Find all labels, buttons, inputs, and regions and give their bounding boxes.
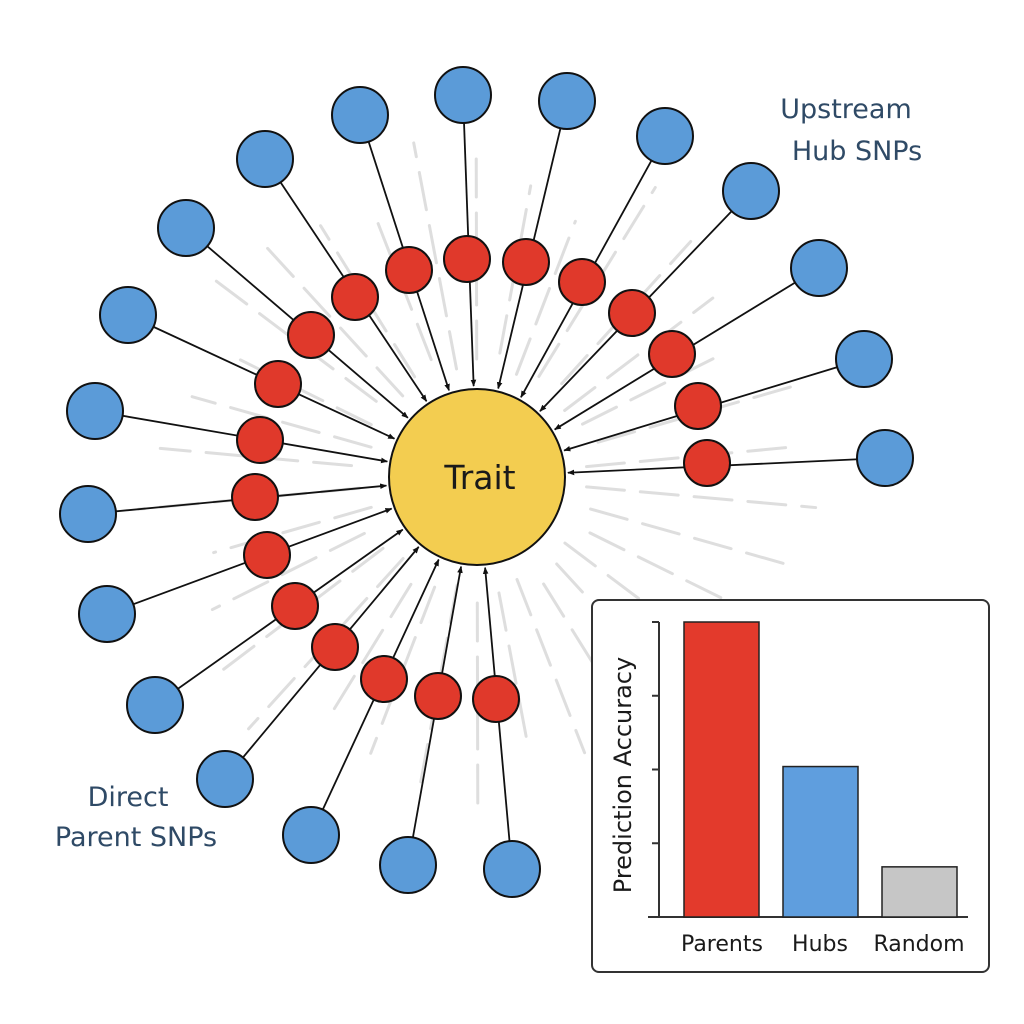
faint-network-line — [581, 352, 724, 426]
faint-network-line — [585, 485, 818, 510]
parent-snps-label: Direct Parent SNPs — [55, 782, 217, 853]
parent-snp-node — [648, 330, 696, 378]
bar-random — [881, 866, 958, 918]
hub-snp-node — [196, 750, 254, 808]
faint-network-line — [331, 582, 413, 712]
y-axis-ticks — [652, 621, 659, 845]
parent-snp-node — [502, 238, 550, 286]
parent-snp-node — [271, 582, 319, 630]
parent-snp-node — [254, 360, 302, 408]
faint-network-line — [585, 445, 796, 469]
hub-snp-node — [59, 485, 117, 543]
parent-snp-node — [311, 623, 359, 671]
faint-network-line — [222, 546, 385, 671]
parent-label-line-2: Parent SNPs — [55, 822, 217, 853]
faint-network-line — [229, 353, 373, 427]
upstream-hub-snps — [59, 66, 914, 898]
faint-network-line — [212, 505, 373, 555]
hub-snp-node — [331, 86, 389, 144]
faint-network-line — [563, 296, 715, 412]
parent-snp-node — [385, 246, 433, 294]
hub-snp-node — [538, 72, 596, 130]
faint-network-line — [588, 531, 744, 610]
parent-snp-node — [243, 531, 291, 579]
bar-hubs — [782, 765, 859, 918]
parent-snp-node — [443, 235, 491, 283]
x-tick-label-parents: Parents — [681, 932, 763, 957]
parent-snp-node — [608, 289, 656, 337]
hub-snp-node — [236, 130, 294, 188]
faint-network-line — [589, 507, 785, 565]
parent-snp-node — [674, 382, 722, 430]
hub-snp-node — [835, 330, 893, 388]
trait-node: Trait — [388, 388, 566, 566]
accuracy-chart: Prediction Accuracy Parents Hubs Random — [591, 599, 990, 973]
parent-snp-node — [414, 672, 462, 720]
hub-snp-node — [157, 199, 215, 257]
hub-snp-node — [434, 66, 492, 124]
parent-label-line-1: Direct — [88, 782, 169, 813]
faint-network-line — [260, 241, 405, 398]
parent-snp-node — [683, 439, 731, 487]
hub-snp-node — [66, 382, 124, 440]
x-tick-label-random: Random — [873, 932, 964, 957]
parent-snp-node — [236, 416, 284, 464]
x-tick-label-hubs: Hubs — [792, 932, 848, 957]
hub-snp-node — [790, 239, 848, 297]
faint-network-line — [417, 583, 459, 792]
parent-snp-node — [231, 473, 279, 521]
hub-snp-node — [99, 286, 157, 344]
parent-snp-node — [558, 258, 606, 306]
faint-network-line — [514, 219, 577, 376]
bar-parents — [683, 621, 760, 918]
faint-network-line — [210, 531, 366, 612]
faint-network-line — [158, 446, 354, 468]
hub-snp-node — [722, 162, 780, 220]
hub-snp-node — [282, 806, 340, 864]
parent-snp-node — [360, 655, 408, 703]
parent-snp-node — [287, 311, 335, 359]
bar-series — [683, 621, 958, 918]
hub-snp-node — [856, 429, 914, 487]
trait-circle — [388, 388, 566, 566]
parent-snp-node — [472, 675, 520, 723]
direct-parent-snps — [231, 235, 731, 723]
faint-network-line — [560, 239, 693, 386]
hub-snp-node — [126, 676, 184, 734]
hub-snps-label: Upstream Hub SNPs — [780, 94, 922, 167]
faint-network-line — [412, 141, 459, 371]
faint-network-line — [497, 591, 530, 748]
hub-snp-node — [78, 585, 136, 643]
hub-snp-node — [636, 107, 694, 165]
hub-label-line-2: Hub SNPs — [792, 136, 922, 167]
hub-snp-node — [483, 840, 541, 898]
faint-network-line — [515, 577, 587, 755]
trait-label: Trait — [443, 458, 515, 497]
hub-snp-node — [379, 836, 437, 894]
faint-network-line — [542, 582, 647, 749]
hub-label-line-1: Upstream — [780, 94, 912, 125]
y-axis-label: Prediction Accuracy — [609, 657, 637, 893]
faint-network-line — [190, 395, 373, 449]
parent-snp-node — [331, 273, 379, 321]
